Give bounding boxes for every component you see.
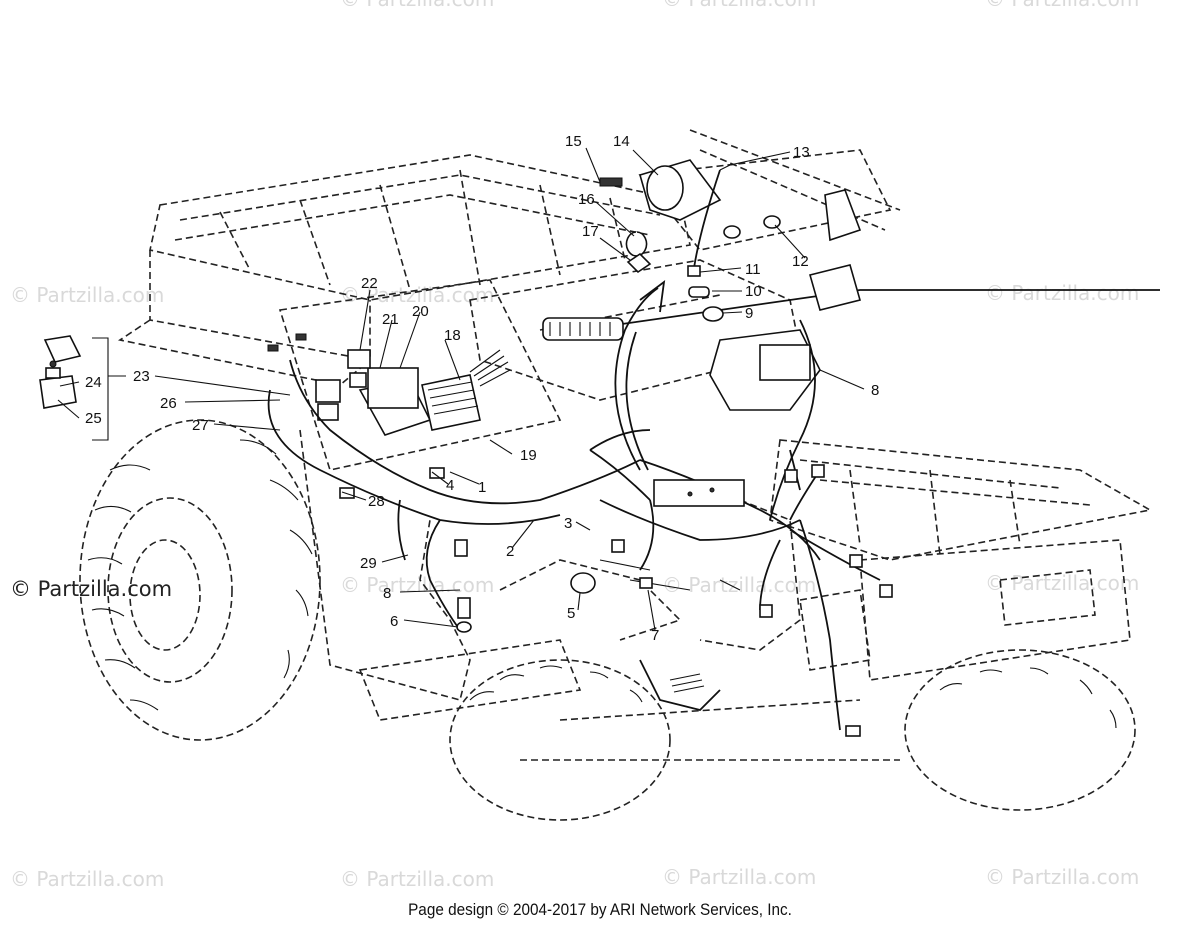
- callout-21: 21: [382, 311, 399, 328]
- junction-box: [653, 479, 745, 507]
- callout-10: 10: [745, 283, 762, 300]
- callout-4: 4: [446, 477, 454, 494]
- watermark-text: © Partzilla.com: [10, 283, 164, 307]
- callout-20: 20: [412, 303, 429, 320]
- callout-7: 7: [651, 627, 659, 644]
- clamp: [625, 231, 648, 257]
- callout-18: 18: [444, 327, 461, 344]
- callout-5: 5: [567, 605, 575, 622]
- watermark-text: © Partzilla.com: [662, 573, 816, 597]
- watermark-text: © Partzilla.com: [662, 865, 816, 889]
- leader-lines: [57, 147, 865, 631]
- clip: [626, 252, 652, 274]
- ignition-coil-group: [599, 129, 901, 322]
- callout-22: 22: [361, 275, 378, 292]
- callout-12: 12: [792, 253, 809, 270]
- callout-19: 19: [520, 447, 537, 464]
- atv-outline: [79, 154, 1153, 821]
- watermark-text: © Partzilla.com: [985, 281, 1139, 305]
- horn-switch: [570, 572, 596, 594]
- callout-2: 2: [506, 543, 514, 560]
- callout-16: 16: [578, 191, 595, 208]
- watermark-text: © Partzilla.com: [340, 0, 494, 11]
- callout-17: 17: [582, 223, 599, 240]
- switch-detail-inset: [39, 335, 126, 441]
- callout-23: 23: [133, 368, 150, 385]
- footer-copyright: Page design © 2004-2017 by ARI Network S…: [408, 900, 792, 919]
- instrument: [759, 344, 811, 381]
- starter-solenoid: [315, 379, 341, 403]
- watermark-text: © Partzilla.com: [340, 283, 494, 307]
- arrow-icon: [614, 279, 666, 471]
- watermark-text: © Partzilla.com: [340, 867, 494, 891]
- watermark-text: © Partzilla.com: [10, 867, 164, 891]
- callout-15: 15: [565, 133, 582, 150]
- callout-8-b: 8: [871, 382, 879, 399]
- callout-9: 9: [745, 305, 753, 322]
- watermark-text: © Partzilla.com: [985, 571, 1139, 595]
- callout-3: 3: [564, 515, 572, 532]
- switch-body: [39, 375, 77, 409]
- callout-24: 24: [85, 374, 102, 391]
- callout-27: 27: [192, 417, 209, 434]
- electrical-box: [267, 279, 562, 471]
- handlebar-switch: [809, 264, 861, 311]
- callout-6: 6: [390, 613, 398, 630]
- callout-28: 28: [368, 493, 385, 510]
- watermark-text: © Partzilla.com: [985, 0, 1139, 11]
- callout-25: 25: [85, 410, 102, 427]
- callout-29: 29: [360, 555, 377, 572]
- callout-26: 26: [160, 395, 177, 412]
- wiring-harness: [267, 359, 893, 737]
- callout-8: 8: [383, 585, 391, 602]
- hand-grip: [542, 317, 624, 341]
- watermark-text: © Partzilla.com: [985, 865, 1139, 889]
- watermark-text: © Partzilla.com: [662, 0, 816, 11]
- callout-14: 14: [613, 133, 630, 150]
- callout-labels: 1 2 3 4 5 6 7 8 8 9 10 11 12 13 14 15 16…: [85, 133, 879, 644]
- relay: [347, 349, 371, 369]
- watermark-text: © Partzilla.com: [340, 573, 494, 597]
- callout-13: 13: [793, 144, 810, 161]
- watermarks: © Partzilla.com © Partzilla.com © Partzi…: [10, 0, 1139, 891]
- callout-1: 1: [478, 479, 486, 496]
- watermark-featured: © Partzilla.com: [10, 577, 172, 601]
- handlebar-assembly: [542, 264, 1160, 521]
- callout-11: 11: [745, 261, 761, 278]
- cdi-unit: [367, 367, 419, 409]
- spark-plug-cap: [687, 265, 701, 277]
